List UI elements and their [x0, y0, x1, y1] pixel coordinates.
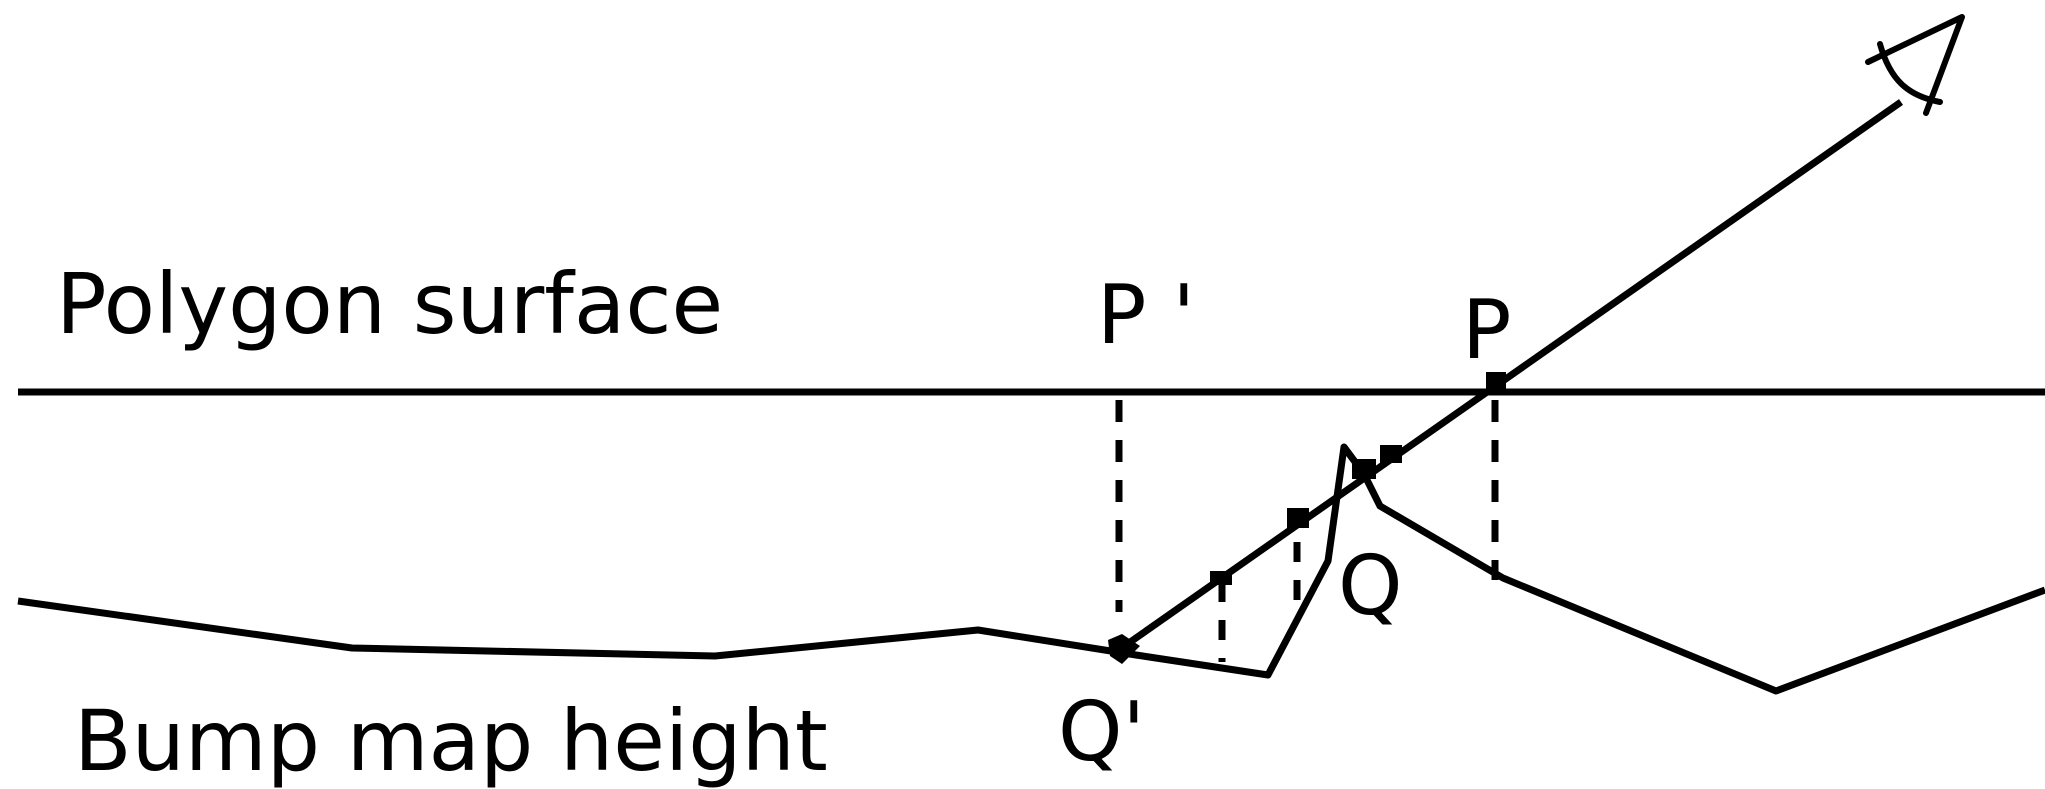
p-label: P	[1462, 283, 1511, 378]
sample-marker-2	[1287, 508, 1309, 528]
view-ray	[1113, 99, 1904, 655]
sample-marker-1	[1210, 571, 1232, 585]
q-prime-point-marker	[1108, 634, 1140, 664]
sample-marker-p	[1486, 372, 1506, 392]
p-prime-label: P '	[1097, 268, 1195, 363]
polygon-surface-label: Polygon surface	[56, 255, 723, 353]
bump-map-height-label: Bump map height	[74, 692, 828, 789]
q-prime-label: Q'	[1058, 685, 1145, 780]
sample-marker-3	[1352, 459, 1376, 479]
q-label: Q	[1338, 539, 1403, 634]
eye-icon	[1865, 14, 1965, 116]
sample-marker-4	[1380, 445, 1402, 463]
bump-map-height-profile	[17, 443, 2045, 695]
